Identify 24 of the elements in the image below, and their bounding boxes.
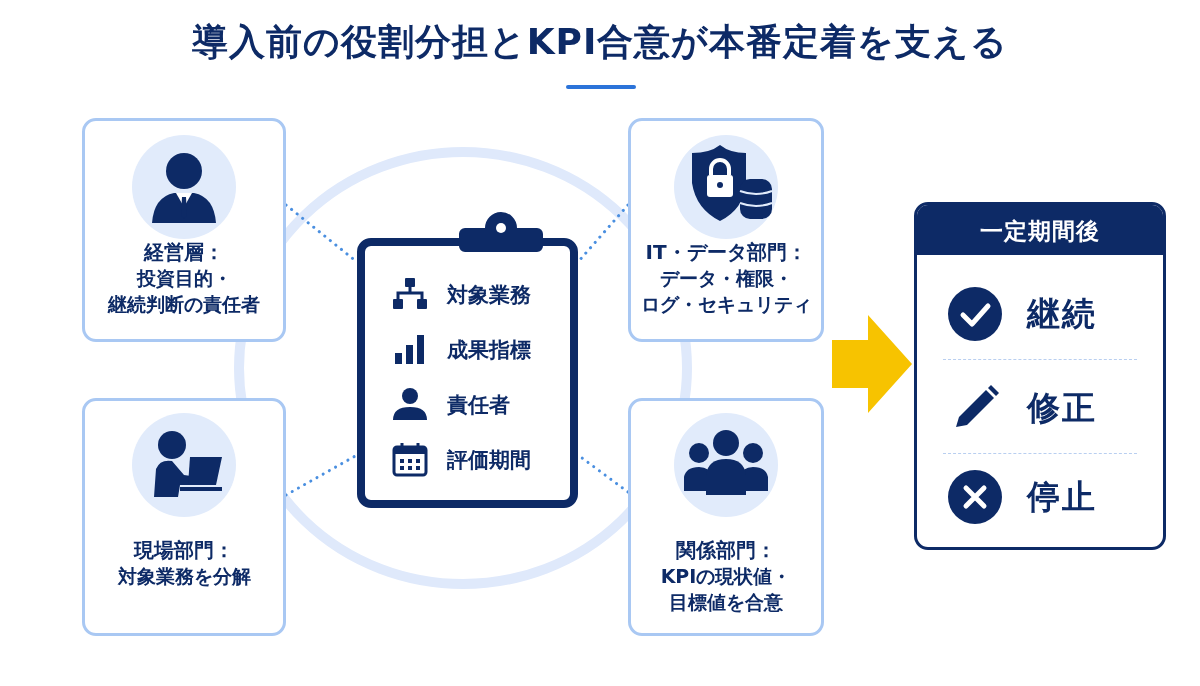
title: 導入前の役割分担とKPI合意が本番定着を支える [190,20,1010,64]
card-heading: IT・データ部門： [644,239,808,266]
role-card [628,398,824,636]
card-description: KPIの現状値・目標値を合意 [659,564,793,615]
card-heading: 経営層： [142,239,225,266]
block-arrow [832,315,912,413]
card-description: 対象業務を分解 [116,564,252,589]
result-option: 修正 [1027,386,1097,430]
checklist-item: 評価期間 [447,447,531,474]
card-description: 投資目的・継続判断の責任者 [106,266,261,317]
panel-header: 一定期間後 [917,205,1163,255]
connector [284,453,359,497]
card-heading: 現場部門： [132,537,235,564]
result-option: 継続 [1027,292,1097,336]
card-description: データ・権限・ログ・セキュリティ [639,266,813,317]
result-option: 停止 [1027,475,1097,519]
card-heading: 関係部門： [675,537,777,564]
checklist-item: 対象業務 [447,282,531,309]
checklist-item: 責任者 [447,392,510,419]
checklist-item: 成果指標 [447,337,531,364]
role-card [628,118,824,342]
result-panel [914,202,1166,550]
role-card [82,118,286,342]
role-card [82,398,286,636]
